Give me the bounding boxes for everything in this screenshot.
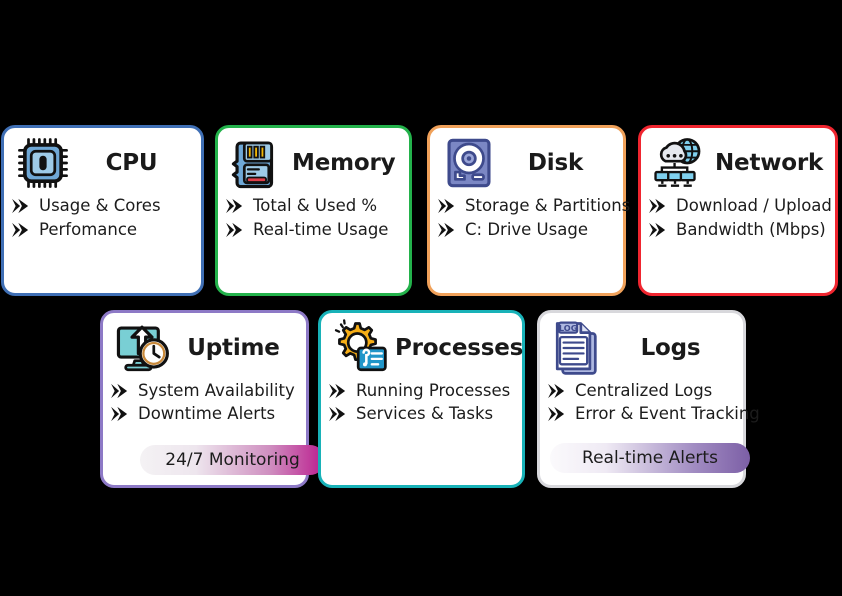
- double-chevron-arrow-icon: [226, 222, 243, 237]
- card-uptime[interactable]: Uptime System Availability Downtime Aler…: [100, 310, 325, 488]
- hard-disk-icon: [447, 138, 491, 188]
- list-item-label: Running Processes: [356, 381, 511, 400]
- list-item-label: Download / Upload: [676, 196, 832, 215]
- list-item-label: Usage & Cores: [39, 196, 161, 215]
- double-chevron-arrow-icon: [548, 406, 565, 421]
- card-bullet-list: Usage & Cores Perfomance: [4, 190, 201, 239]
- gear-tasklist-icon: [334, 319, 387, 372]
- card-bullet-list: Running Processes Services & Tasks: [321, 375, 522, 423]
- list-item: Centralized Logs: [546, 381, 743, 400]
- list-item: Bandwidth (Mbps): [647, 220, 835, 239]
- card-bullet-list: Download / Upload Bandwidth (Mbps): [641, 190, 835, 239]
- card-header: Uptime: [103, 313, 306, 375]
- list-item-label: Services & Tasks: [356, 404, 494, 423]
- list-item-label: Storage & Partitions: [465, 196, 631, 215]
- double-chevron-arrow-icon: [649, 198, 666, 213]
- list-item-label: Centralized Logs: [575, 381, 713, 400]
- card-cpu[interactable]: CPU Usage & Cores Perfomance: [1, 125, 204, 296]
- card-network[interactable]: Network Download / Upload Bandwidth (Mbp…: [638, 125, 838, 296]
- list-item-label: Bandwidth (Mbps): [676, 220, 826, 239]
- list-item: Real-time Usage: [224, 220, 409, 239]
- card-title: CPU: [105, 150, 158, 176]
- list-item: System Availability: [109, 381, 306, 400]
- list-item-label: Error & Event Tracking: [575, 404, 760, 423]
- cpu-chip-icon: [18, 138, 68, 188]
- status-badge-alerts[interactable]: Real-time Alerts: [550, 443, 750, 473]
- list-item: Usage & Cores: [10, 196, 201, 215]
- list-item-label: Total & Used %: [253, 196, 378, 215]
- memory-card-icon: [231, 141, 274, 189]
- list-item-label: C: Drive Usage: [465, 220, 588, 239]
- card-bullet-list: System Availability Downtime Alerts: [103, 375, 306, 423]
- list-item: Downtime Alerts: [109, 404, 306, 423]
- list-item-label: System Availability: [138, 381, 295, 400]
- card-header: Memory: [218, 128, 409, 190]
- monitor-clock-uptime-icon: [116, 325, 169, 372]
- card-bullet-list: Total & Used % Real-time Usage: [218, 190, 409, 239]
- double-chevron-arrow-icon: [438, 222, 455, 237]
- card-header: Processes: [321, 313, 523, 375]
- double-chevron-arrow-icon: [329, 406, 346, 421]
- list-item: Download / Upload: [647, 196, 835, 215]
- network-cloud-icon: [654, 138, 701, 187]
- list-item: Error & Event Tracking: [546, 404, 760, 423]
- double-chevron-arrow-icon: [12, 198, 29, 213]
- card-processes[interactable]: Processes Running Processes Services & T…: [318, 310, 525, 488]
- card-title: Disk: [527, 150, 584, 176]
- card-title: Uptime: [187, 335, 280, 361]
- svg-text:LOG: LOG: [559, 323, 578, 333]
- card-bullet-list: Centralized Logs Error & Event Tracking: [540, 375, 760, 423]
- log-documents-icon: LOG: [555, 321, 597, 375]
- list-item: Storage & Partitions: [436, 196, 630, 215]
- list-item: Services & Tasks: [327, 404, 522, 423]
- card-title: Network: [715, 150, 824, 176]
- card-disk[interactable]: Disk Storage & Partitions C: Drive Usage: [427, 125, 630, 296]
- list-item-label: Downtime Alerts: [138, 404, 276, 423]
- list-item: Perfomance: [10, 220, 201, 239]
- list-item: C: Drive Usage: [436, 220, 623, 239]
- card-logs[interactable]: LOG Logs Centralized Logs: [537, 310, 760, 488]
- card-bullet-list: Storage & Partitions C: Drive Usage: [430, 190, 630, 239]
- card-title: Processes: [395, 335, 524, 361]
- double-chevron-arrow-icon: [12, 222, 29, 237]
- card-title: Memory: [292, 150, 396, 176]
- double-chevron-arrow-icon: [111, 383, 128, 398]
- list-item-label: Real-time Usage: [253, 220, 389, 239]
- double-chevron-arrow-icon: [111, 406, 128, 421]
- card-header: Network: [641, 128, 835, 190]
- status-badge-monitoring[interactable]: 24/7 Monitoring: [140, 445, 325, 475]
- double-chevron-arrow-icon: [226, 198, 243, 213]
- double-chevron-arrow-icon: [649, 222, 666, 237]
- list-item-label: Perfomance: [39, 220, 138, 239]
- card-header: Disk: [430, 128, 623, 190]
- card-memory[interactable]: Memory Total & Used % Real-time Usage: [215, 125, 412, 296]
- card-title: Logs: [640, 335, 701, 361]
- list-item: Running Processes: [327, 381, 522, 400]
- double-chevron-arrow-icon: [438, 198, 455, 213]
- double-chevron-arrow-icon: [329, 383, 346, 398]
- card-header: LOG Logs: [540, 313, 743, 375]
- double-chevron-arrow-icon: [548, 383, 565, 398]
- card-header: CPU: [4, 128, 201, 190]
- list-item: Total & Used %: [224, 196, 409, 215]
